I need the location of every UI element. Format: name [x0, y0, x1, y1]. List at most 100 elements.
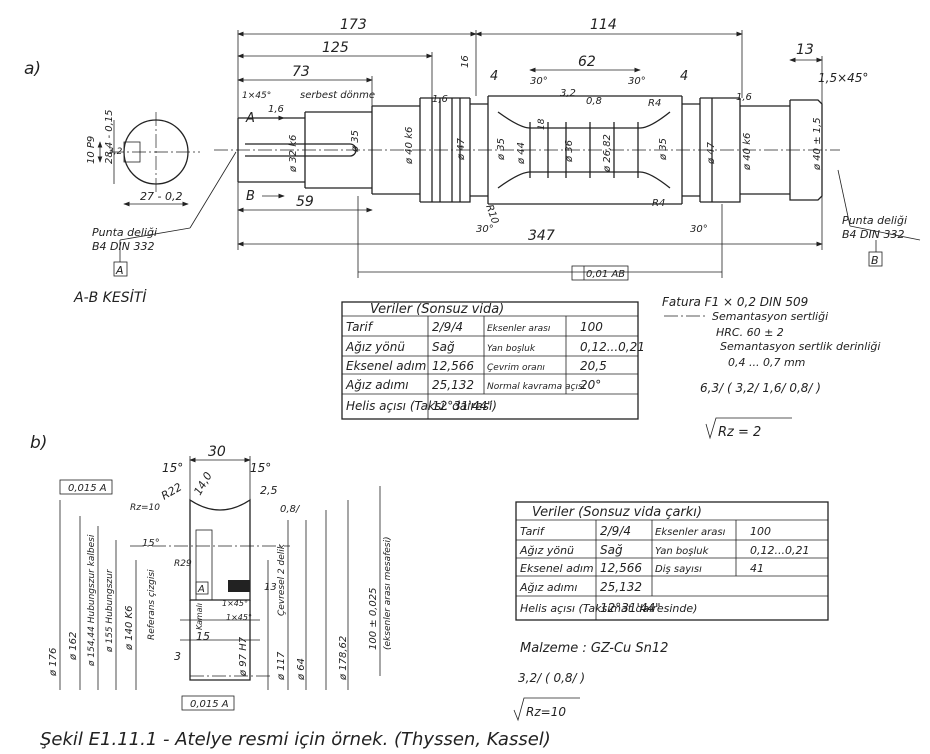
wheel-tol-bot: 0,015 A — [190, 699, 229, 710]
table2-cell-r3-c0: Ağız adımı — [519, 581, 577, 594]
wheel-rz10: Rz=10 — [130, 503, 160, 513]
rough-08: 0,8 — [586, 96, 602, 107]
view-a: a) — [24, 17, 921, 306]
kesit-27: 27 - 0,2 — [140, 190, 182, 203]
dim-59: 59 — [296, 194, 314, 210]
dia-47a: ø 47 — [456, 137, 467, 161]
wheel-d100: 100 ± 0,025 — [368, 588, 379, 650]
note1-line3: HRC. 60 ± 2 — [716, 326, 784, 339]
wheel-d176: ø 176 — [48, 648, 59, 677]
note2-malzeme: Malzeme : GZ-Cu Sn12 — [520, 641, 668, 656]
table2-cell-r2-c3: 41 — [750, 562, 764, 575]
table2-cell-r0-c1: 2/9/4 — [600, 524, 631, 538]
wheel-datum: A — [197, 584, 205, 595]
table2-cell-r2-c0: Eksenel adım — [520, 562, 594, 575]
table2-cell-r2-c2: Diş sayısı — [655, 564, 702, 575]
rough-16b: 1,6 — [432, 94, 448, 105]
table2-cell-r0-c2: Eksenler arası — [655, 527, 726, 538]
table1-cell-r0-c1: 2/9/4 — [432, 320, 463, 334]
table2-cell-r1-c2: Yan boşluk — [655, 546, 710, 557]
dim-125: 125 — [322, 40, 349, 56]
table2-cell-r1-c1: Sağ — [600, 543, 623, 557]
table1-cell-r1-c2: Yan boşluk — [487, 344, 536, 354]
punta-right-line2: B4 DIN 332 — [842, 228, 904, 241]
table1-cell-r3-c1: 25,132 — [432, 378, 474, 392]
wheel-chamfer1: 1×45° — [222, 599, 248, 608]
runout-frame — [571, 265, 629, 281]
serbest-donme: serbest dönme — [300, 90, 375, 101]
dia-40b: ø 40 k6 — [742, 133, 753, 171]
wheel-r22: R22 — [159, 481, 184, 503]
table2-cell-r2-c1: 12,566 — [600, 561, 642, 575]
rough-16a: 1,6 — [268, 104, 284, 115]
radius-r4a: R4 — [648, 98, 661, 109]
wheel-d154: ø 154,44 Hubungszur kalbesi — [87, 534, 97, 667]
table2-cell-r1-c3: 0,12...0,21 — [750, 544, 809, 557]
wheel-cevre: Çevresel 2 delik — [277, 543, 287, 616]
dim-13: 13 — [796, 42, 814, 58]
dia-18: 18 — [537, 118, 547, 130]
chamfer-left: 1×45° — [242, 91, 271, 101]
shaft-outline — [237, 95, 823, 205]
dia-40a: ø 40 k6 — [404, 127, 415, 165]
wheel-eksen: (eksenler arası mesafesi) — [383, 537, 393, 650]
runout-value: 0,01 AB — [586, 269, 625, 280]
table1-cell-r2-c3: 20,5 — [580, 359, 607, 373]
wheel-d140: ø 140 K6 — [124, 606, 135, 651]
table1-cell-r1-c1: Sağ — [432, 340, 455, 354]
dim-114: 114 — [590, 17, 617, 33]
wheel-15b: 15° — [250, 461, 271, 475]
angle-30b: 30° — [628, 76, 646, 87]
dim-347: 347 — [528, 228, 555, 244]
radius-r4b: R4 — [652, 198, 665, 209]
dim-73: 73 — [292, 64, 310, 80]
wheel-d155: ø 155 Hubungszur — [105, 568, 115, 653]
datum-a: A — [115, 264, 124, 277]
wheel-kamali: Kamalı — [195, 603, 204, 630]
table2-cell-r3-c1: 25,132 — [600, 580, 642, 594]
note1-line1: Fatura F1 × 0,2 DIN 509 — [662, 295, 808, 309]
wheel-r08: 0,8/ — [280, 504, 301, 515]
note1-line4: Semantasyon sertlik derinliği — [720, 340, 880, 353]
table1-cell-r3-c3: 20° — [580, 378, 601, 392]
table1-cell-r0-c0: Tarif — [346, 320, 374, 334]
chamfer-right: 1,5×45° — [818, 71, 868, 85]
datum-b: B — [871, 254, 879, 267]
dia-35a: ø 35 — [350, 130, 361, 153]
wheel-w30: 30 — [208, 444, 226, 460]
punta-right-line1: Punta deliği — [842, 214, 907, 227]
table2-cell-r4-c0: Helis açısı (Taksimat dairesinde) — [520, 602, 697, 615]
wheel-d117: ø 117 — [276, 651, 287, 681]
note1-roughness: 6,3/ ( 3,2/ 1,6/ 0,8/ ) — [700, 381, 821, 395]
dim-62: 62 — [578, 54, 596, 70]
angle-30d: 30° — [690, 224, 708, 235]
punta-left-line1: Punta deliği — [92, 226, 157, 239]
dia-47b: ø 47 — [706, 141, 717, 165]
angle-30c: 30° — [476, 224, 494, 235]
radius-r10: R10 — [483, 203, 500, 225]
note1-line2: Semantasyon sertliği — [712, 310, 828, 323]
wheel-d162: ø 162 — [68, 632, 79, 661]
wheel-tol-top: 0,015 A — [68, 483, 107, 494]
datum-b-box — [868, 251, 883, 267]
sqrt-symbol-2 — [513, 697, 580, 722]
kesit-title: A-B KESİTİ — [73, 288, 147, 306]
wheel-tol-bot-frame — [181, 695, 235, 711]
dim-4a: 4 — [490, 69, 498, 84]
wheel-d64: ø 64 — [296, 658, 307, 681]
dia-36: ø 36 — [564, 140, 575, 163]
kesit-3-2: 3,2 — [108, 147, 123, 157]
kesit-10p9: 10 P9 — [86, 136, 97, 164]
note2-roughness: 3,2/ ( 0,8/ ) — [518, 671, 585, 685]
table1-cell-r2-c2: Çevrim oranı — [487, 363, 545, 373]
table2-cell-r4-c1: 12°31'44" — [600, 601, 661, 615]
wheel-w15: 15 — [196, 630, 210, 643]
table2-cell-r0-c0: Tarif — [520, 525, 546, 538]
note1-line5: 0,4 ... 0,7 mm — [728, 356, 805, 369]
view-b-label: b) — [30, 433, 47, 453]
table1-cell-r2-c0: Eksenel adım — [346, 359, 426, 373]
table1-cell-r2-c1: 12,566 — [432, 359, 474, 373]
punta-left-line2: B4 DIN 332 — [92, 240, 154, 253]
note1-rz: Rz = 2 — [718, 425, 761, 440]
